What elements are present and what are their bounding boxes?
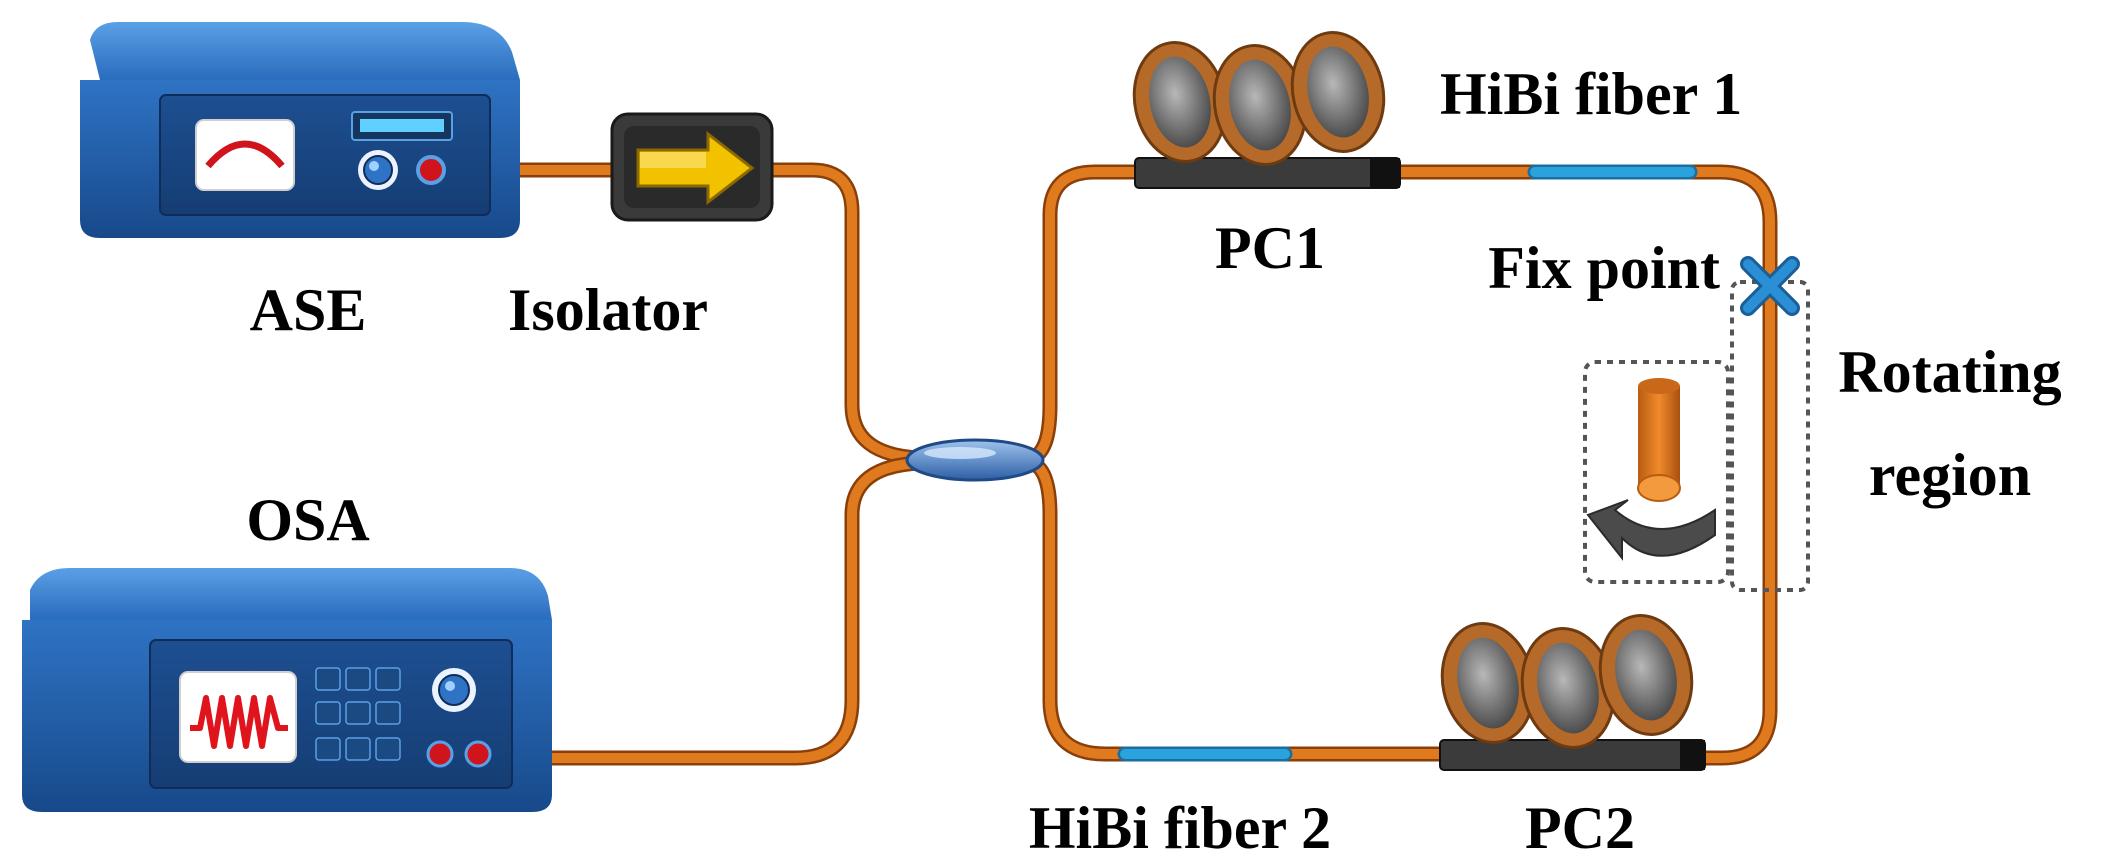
fix-point-label: Fix point — [1488, 235, 1720, 301]
ase-label: ASE — [250, 277, 367, 343]
fiber-coupler — [905, 438, 1045, 482]
fiber-coupler-to-pc2 — [1022, 455, 1448, 762]
pc2-paddles — [1440, 614, 1694, 749]
osa-input-port — [464, 740, 492, 768]
osa-spectrum-trace — [190, 695, 288, 749]
ase-source-device — [80, 22, 520, 238]
hibi-fiber-2-label: HiBi fiber 2 — [1029, 795, 1331, 860]
hibi-fiber-1-label: HiBi fiber 1 — [1440, 61, 1742, 127]
isolator — [610, 112, 774, 222]
osa-keypad — [315, 667, 401, 761]
osa-device — [22, 568, 552, 812]
osa-port-left — [426, 740, 454, 768]
pc1-paddles — [1132, 31, 1386, 166]
rotation-illustration — [1586, 378, 1716, 561]
osa-label: OSA — [246, 487, 369, 553]
rotation-illustration-box — [1583, 360, 1730, 584]
polarization-controller-1 — [1132, 31, 1401, 189]
rotation-arrow-icon — [1586, 499, 1716, 561]
pc1-label: PC1 — [1215, 215, 1325, 281]
rotating-label-line1: Rotating — [1838, 339, 2061, 405]
ase-gauge-needle-arc — [205, 140, 285, 169]
fix-point-cross-icon — [1740, 256, 1800, 316]
fiber-isolator-to-coupler — [762, 162, 928, 466]
fiber-paths — [424, 162, 1778, 766]
osa-screen — [179, 671, 297, 763]
rotating-label-line2: region — [1869, 442, 2031, 508]
polarization-controller-2 — [1439, 614, 1706, 771]
ase-gauge — [195, 119, 295, 191]
rotating-fiber-cylinder — [1638, 386, 1680, 488]
isolator-label: Isolator — [508, 277, 708, 343]
ase-output-port — [416, 155, 446, 185]
pc2-label: PC2 — [1525, 795, 1635, 860]
